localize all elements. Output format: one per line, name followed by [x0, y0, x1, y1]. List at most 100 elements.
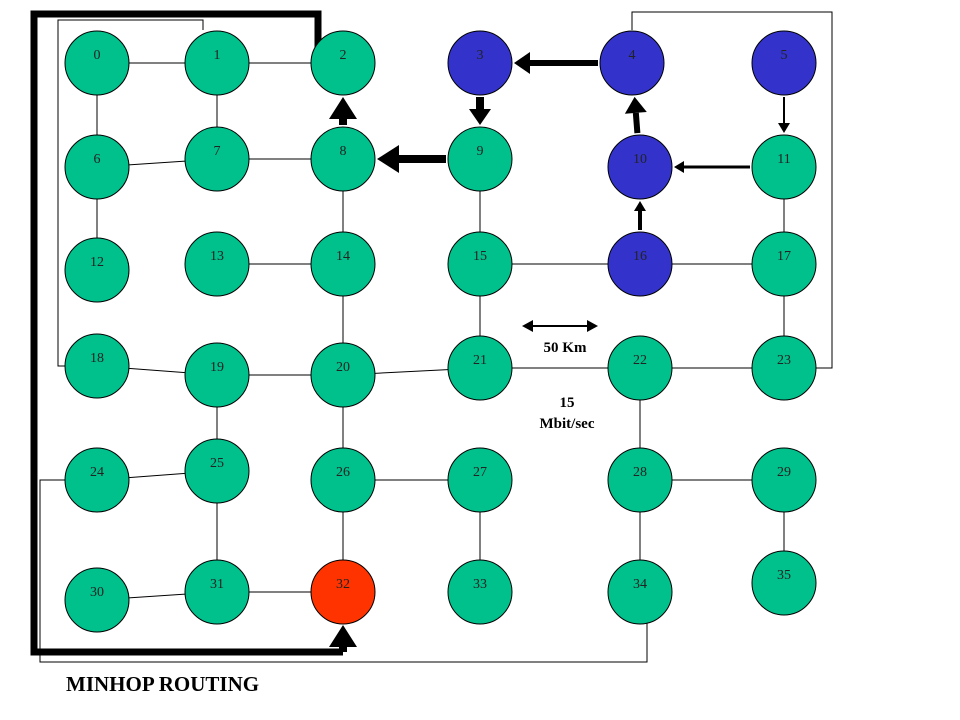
route-arrow-4-3 — [514, 52, 598, 74]
node-circle-2 — [310, 30, 376, 96]
node-circle-33 — [447, 559, 513, 625]
node-label-18: 18 — [90, 351, 104, 366]
route-arrow-16-10 — [634, 201, 646, 230]
node-24: 24 — [64, 447, 130, 513]
node-label-13: 13 — [210, 249, 224, 264]
node-35: 35 — [751, 550, 817, 616]
node-label-5: 5 — [781, 48, 788, 63]
node-circle-12 — [64, 237, 130, 303]
node-label-2: 2 — [340, 48, 347, 63]
node-15: 15 — [447, 231, 513, 297]
node-label-7: 7 — [214, 144, 221, 159]
node-circle-19 — [184, 342, 250, 408]
node-label-14: 14 — [336, 249, 350, 264]
node-31: 31 — [184, 559, 250, 625]
node-circle-3 — [447, 30, 513, 96]
route-arrow-5-11 — [778, 97, 790, 133]
routes-layer — [30, 10, 790, 656]
node-circle-25 — [184, 438, 250, 504]
node-20: 20 — [310, 342, 376, 408]
distance-label: 50 Km — [544, 340, 587, 356]
node-label-20: 20 — [336, 360, 350, 375]
node-label-16: 16 — [633, 249, 647, 264]
node-32: 32 — [310, 559, 376, 625]
node-label-1: 1 — [214, 48, 221, 63]
node-6: 6 — [64, 134, 130, 200]
node-label-28: 28 — [633, 465, 647, 480]
node-circle-5 — [751, 30, 817, 96]
node-circle-1 — [184, 30, 250, 96]
node-circle-20 — [310, 342, 376, 408]
node-9: 9 — [447, 126, 513, 192]
node-circle-7 — [184, 126, 250, 192]
node-label-31: 31 — [210, 577, 224, 592]
node-label-17: 17 — [777, 249, 791, 264]
node-label-34: 34 — [633, 577, 647, 592]
node-label-33: 33 — [473, 577, 487, 592]
node-label-12: 12 — [90, 255, 104, 270]
node-label-29: 29 — [777, 465, 791, 480]
node-circle-8 — [310, 126, 376, 192]
node-label-27: 27 — [473, 465, 487, 480]
node-label-9: 9 — [477, 144, 484, 159]
node-circle-14 — [310, 231, 376, 297]
bandwidth-value: 15 — [560, 395, 575, 411]
node-1: 1 — [184, 30, 250, 96]
node-circle-26 — [310, 447, 376, 513]
node-label-21: 21 — [473, 353, 487, 368]
node-5: 5 — [751, 30, 817, 96]
node-circle-0 — [64, 30, 130, 96]
node-label-35: 35 — [777, 568, 791, 583]
diagram-title: MINHOP ROUTING — [66, 672, 260, 696]
node-label-8: 8 — [340, 144, 347, 159]
node-circle-30 — [64, 567, 130, 633]
bandwidth-unit: Mbit/sec — [540, 416, 595, 432]
node-circle-22 — [607, 335, 673, 401]
node-10: 10 — [607, 134, 673, 200]
node-label-22: 22 — [633, 353, 647, 368]
node-label-4: 4 — [629, 48, 636, 63]
node-label-23: 23 — [777, 353, 791, 368]
node-circle-24 — [64, 447, 130, 513]
node-4: 4 — [599, 30, 665, 96]
node-label-11: 11 — [777, 152, 790, 167]
node-28: 28 — [607, 447, 673, 513]
node-circle-21 — [447, 335, 513, 401]
node-label-30: 30 — [90, 585, 104, 600]
node-circle-35 — [751, 550, 817, 616]
node-14: 14 — [310, 231, 376, 297]
node-19: 19 — [184, 342, 250, 408]
route-arrow-10-4 — [624, 96, 647, 134]
node-circle-18 — [64, 333, 130, 399]
node-circle-13 — [184, 231, 250, 297]
node-circle-15 — [447, 231, 513, 297]
node-circle-6 — [64, 134, 130, 200]
node-circle-34 — [607, 559, 673, 625]
node-0: 0 — [64, 30, 130, 96]
node-30: 30 — [64, 567, 130, 633]
node-label-32: 32 — [336, 577, 350, 592]
route-arrow-11-10 — [674, 161, 750, 173]
node-7: 7 — [184, 126, 250, 192]
route-arrow-2-32 — [329, 625, 357, 652]
node-circle-16 — [607, 231, 673, 297]
route-arrow-8-2 — [329, 97, 357, 125]
route-arrow-2-32-path — [30, 10, 343, 656]
node-11: 11 — [751, 134, 817, 200]
node-label-3: 3 — [477, 48, 484, 63]
node-16: 16 — [607, 231, 673, 297]
node-13: 13 — [184, 231, 250, 297]
node-circle-11 — [751, 134, 817, 200]
node-label-19: 19 — [210, 360, 224, 375]
node-circle-31 — [184, 559, 250, 625]
node-29: 29 — [751, 447, 817, 513]
node-23: 23 — [751, 335, 817, 401]
link-24-34 — [39, 479, 648, 663]
node-label-6: 6 — [94, 152, 101, 167]
node-label-24: 24 — [90, 465, 104, 480]
node-34: 34 — [607, 559, 673, 625]
route-arrow-9-8 — [377, 145, 446, 173]
node-circle-17 — [751, 231, 817, 297]
